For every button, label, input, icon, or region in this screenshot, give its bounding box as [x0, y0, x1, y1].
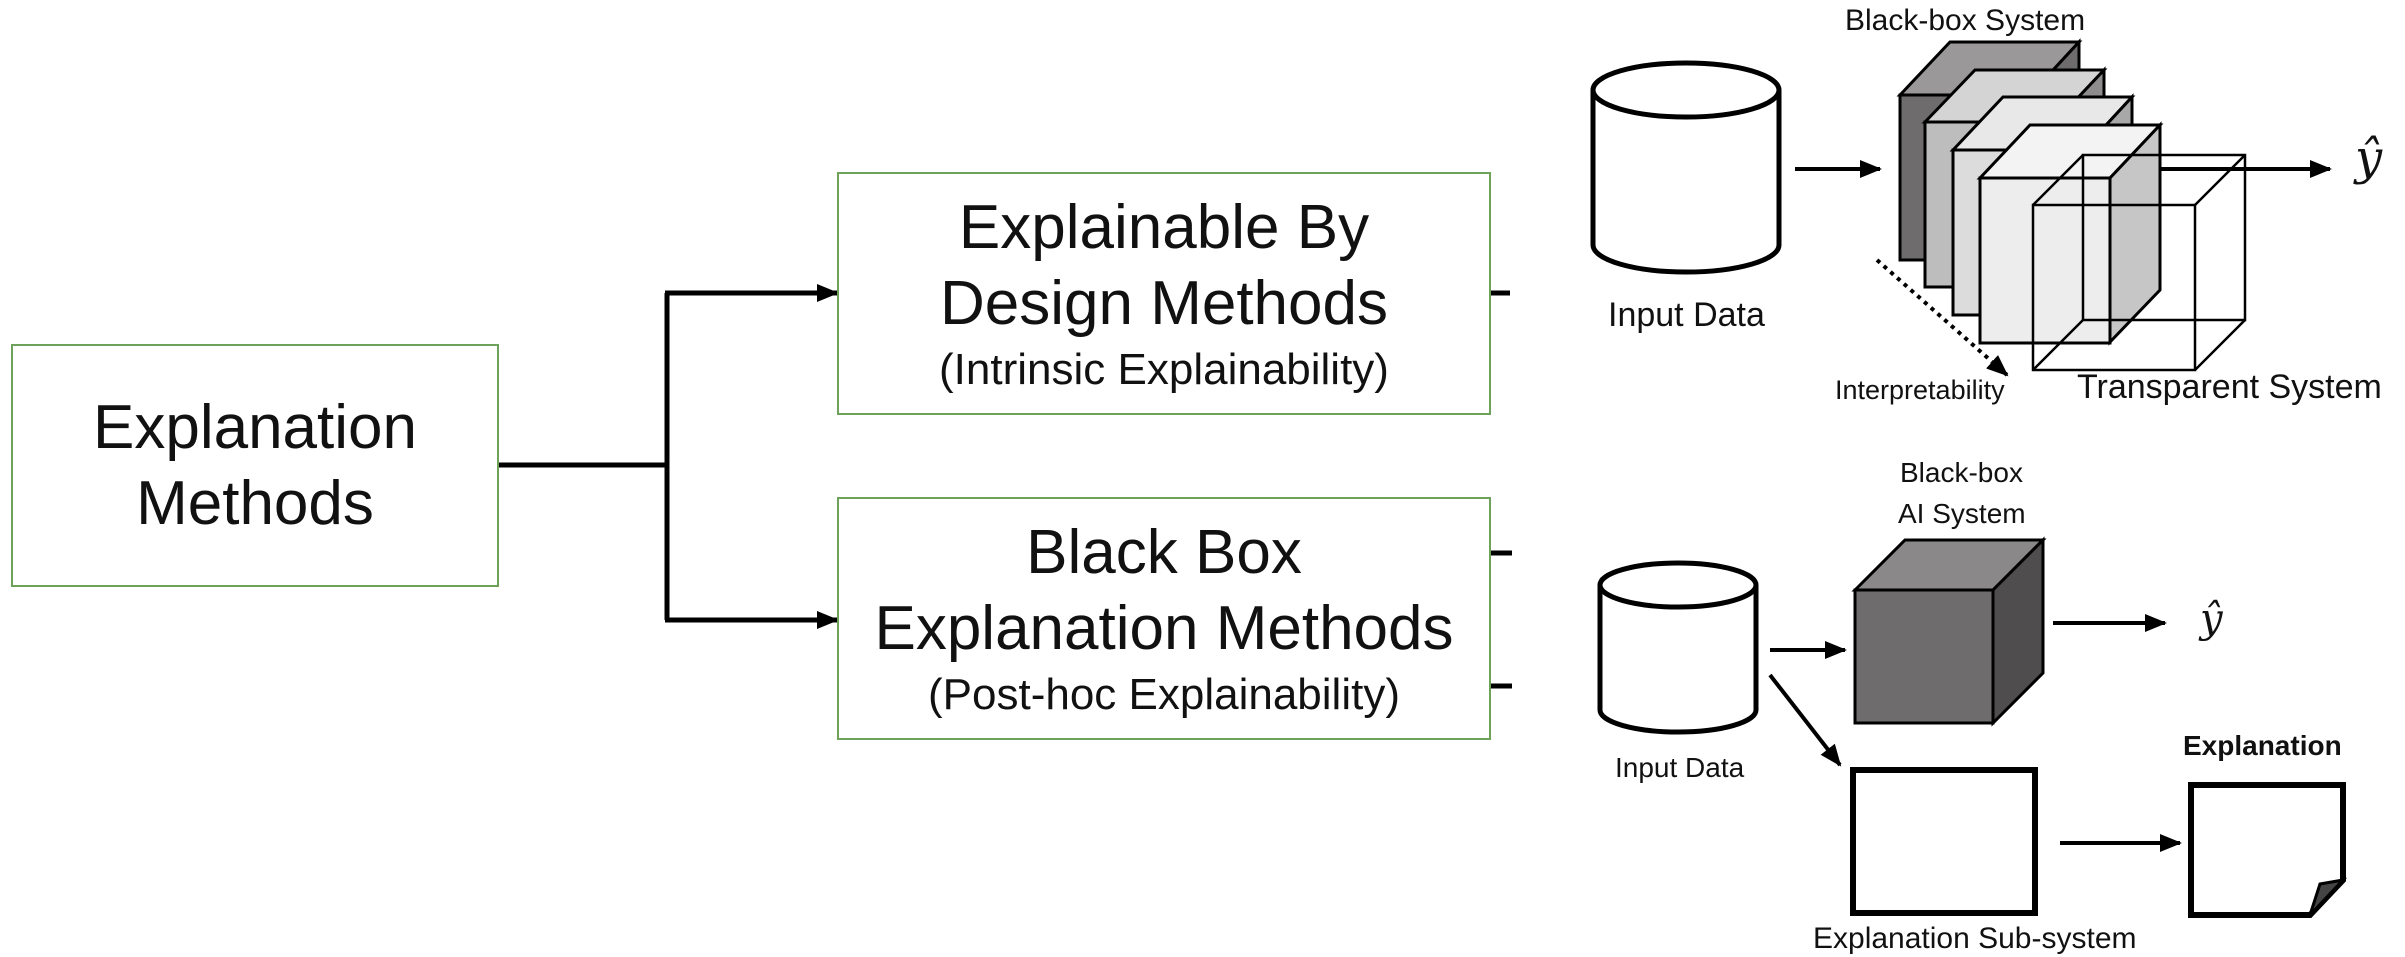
blackbox-line-3: (Post-hoc Explainability)	[928, 669, 1400, 719]
explanation-subsystem-label: Explanation Sub-system	[1813, 922, 2137, 955]
interpretability-arrow	[1875, 258, 2009, 377]
explanation-subsystem-box	[1850, 767, 2038, 916]
black-box-explanation-box: Black Box Explanation Methods (Post-hoc …	[837, 497, 1491, 740]
input-data-label-top: Input Data	[1608, 296, 1765, 334]
input-data-cylinder-bottom	[1597, 560, 1759, 735]
input-data-cylinder-top	[1590, 60, 1782, 275]
cube-layer-5-transparent	[2031, 153, 2247, 372]
explanation-document-icon	[2188, 782, 2348, 918]
root-line-2: Methods	[136, 468, 374, 538]
blackbox-line-1: Black Box	[1026, 517, 1302, 587]
explanation-label: Explanation	[2183, 730, 2342, 761]
blackbox-line-2: Explanation Methods	[874, 593, 1454, 663]
black-box-ai-label-1: Black-box	[1900, 457, 2023, 488]
tree-connectors	[497, 284, 1512, 689]
design-line-2: Design Methods	[939, 268, 1389, 338]
arrow-input-to-subsystem	[1768, 673, 1842, 767]
black-box-ai-label-2: AI System	[1898, 498, 2026, 529]
output-y-hat-top: ŷ	[2355, 130, 2383, 186]
output-y-hat-bottom: ŷ	[2200, 596, 2223, 642]
interpretability-label: Interpretability	[1835, 375, 2005, 405]
explanation-methods-box: Explanation Methods	[11, 344, 499, 587]
root-line-1: Explanation	[92, 392, 418, 462]
explainable-by-design-box: Explainable By Design Methods (Intrinsic…	[837, 172, 1491, 415]
input-data-label-bottom: Input Data	[1615, 752, 1745, 783]
cube-layer-4	[1976, 121, 2164, 346]
black-box-cube	[1851, 536, 2047, 727]
black-box-system-label: Black-box System	[1845, 4, 2086, 37]
design-line-1: Explainable By	[958, 192, 1370, 262]
stacked-cubes	[1896, 38, 2247, 372]
design-line-3: (Intrinsic Explainability)	[939, 344, 1389, 394]
transparent-system-label: Transparent System	[2077, 368, 2382, 406]
